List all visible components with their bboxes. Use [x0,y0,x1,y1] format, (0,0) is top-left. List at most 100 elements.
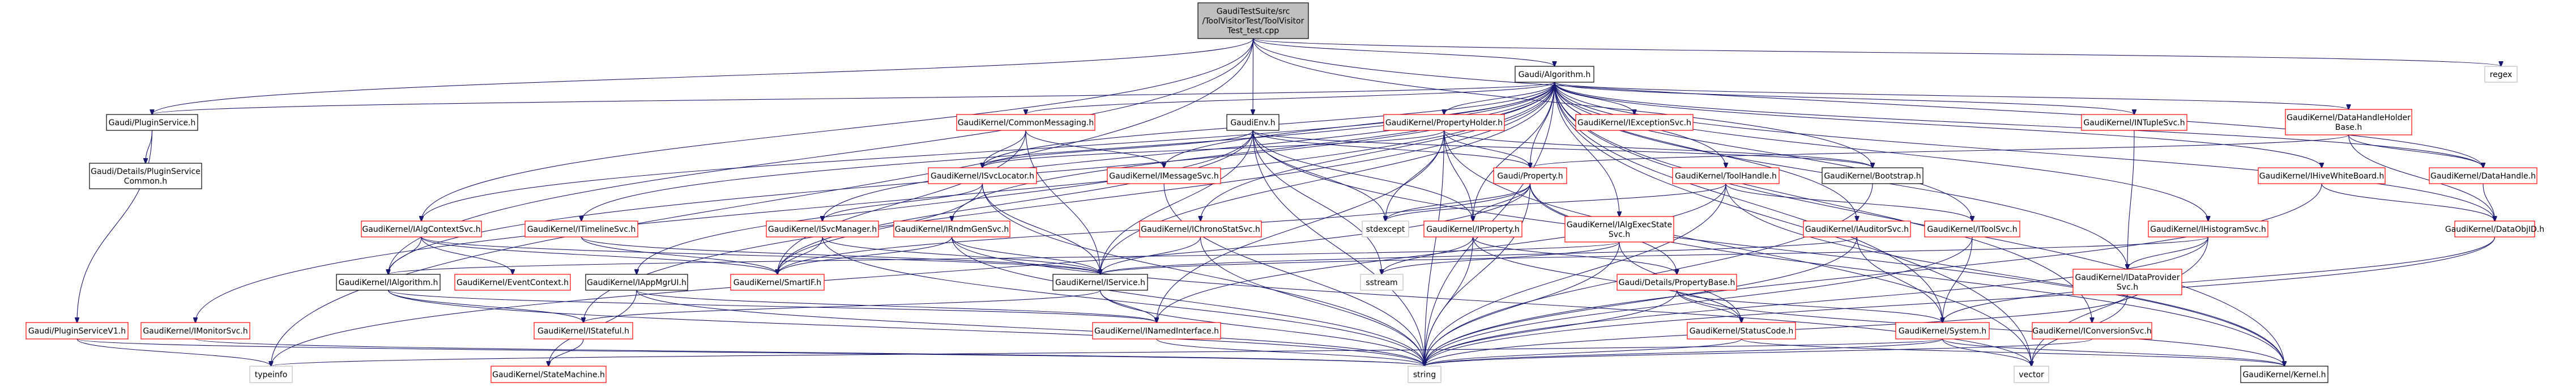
edge-itimelinesvc-to-smartif [581,236,778,274]
node-statuscode[interactable]: GaudiKernel/StatusCode.h [1687,322,1796,340]
edge-ialgexecstatesvc-to-ialgorithm [389,241,1620,274]
edge-root-to-typeinfo [271,38,1254,366]
edge-ialgorithm-to-istateful [387,290,584,323]
node-itimelinesvc[interactable]: GaudiKernel/ITimelineSvc.h [524,220,638,237]
edge-algorithm-to-ialgexecstatesvc [1554,82,1620,217]
node-label: GaudiKernel/IMessageSvc.h [1109,172,1218,181]
edge-gaudienv-to-property [1252,130,1530,168]
node-pluginservice[interactable]: Gaudi/PluginService.h [106,114,198,131]
edge-root-to-ialgorithm [389,38,1254,274]
node-iproperty[interactable]: GaudiKernel/IProperty.h [1423,220,1522,237]
node-propertyholder[interactable]: GaudiKernel/PropertyHolder.h [1383,114,1505,131]
node-system[interactable]: GaudiKernel/System.h [1895,322,1990,340]
edge-ialgorithm-to-inamedinterface [387,290,1157,323]
edge-isvclocator-to-iservice [982,183,1101,274]
edge-algorithm-to-intuplesvc [1554,82,2135,114]
node-imonitorsvc[interactable]: GaudiKernel/IMonitorSvc.h [140,322,250,340]
edge-ihistogramsvc-to-iservice [1101,236,2209,274]
node-root[interactable]: GaudiTestSuite/src/ToolVisitorTest/ToolV… [1197,2,1309,39]
node-box [2429,167,2537,184]
node-box [1408,366,1441,383]
edge-iauditorsvc-to-system [1856,236,1943,323]
node-box [1617,274,1737,291]
node-box [2032,322,2152,340]
node-iexceptionsvc[interactable]: GaudiKernel/IExceptionSvc.h [1575,114,1694,131]
edge-algorithm-to-irndmgensvc [952,82,1555,221]
node-ihistogramsvc[interactable]: GaudiKernel/IHistogramSvc.h [2148,220,2268,237]
node-dataobjid[interactable]: GaudiKernel/DataObjID.h [2445,220,2544,237]
node-label: Gaudi/Algorithm.h [1519,70,1591,79]
node-algorithm[interactable]: Gaudi/Algorithm.h [1515,66,1594,83]
edge-propertyholder-to-bootstrap [1443,130,1873,168]
node-label: GaudiKernel/IExceptionSvc.h [1577,118,1691,128]
node-kernel[interactable]: GaudiKernel/Kernel.h [2240,366,2328,383]
node-inamedinterface[interactable]: GaudiKernel/INamedInterface.h [1092,322,1221,340]
node-ihivewhiteboard[interactable]: GaudiKernel/IHiveWhiteBoard.h [2258,167,2386,184]
edge-algorithm-to-itimelinesvc [582,82,1555,221]
node-box [2072,269,2182,295]
node-iappmgrui[interactable]: GaudiKernel/IAppMgrUI.h [585,274,688,291]
edge-intuplesvc-to-idataprovidersvc [2127,130,2135,269]
node-label: GaudiEnv.h [1230,118,1275,128]
node-ialgcontextsvc[interactable]: GaudiKernel/IAlgContextSvc.h [361,220,482,237]
node-iauditorsvc[interactable]: GaudiKernel/IAuditorSvc.h [1803,220,1911,237]
edge-isvcmanager-to-smartif [778,236,823,274]
node-smartif[interactable]: GaudiKernel/SmartIF.h [730,274,825,291]
edge-toolhandle-to-itoolsvc [1725,183,1972,221]
edge-ihivewhiteboard-to-dataobjid [2321,183,2495,221]
node-label: GaudiKernel/CommonMessaging.h [958,118,1094,128]
node-label: GaudiKernel/IStateful.h [538,327,629,336]
node-box [1226,114,1280,131]
node-iservice[interactable]: GaudiKernel/IService.h [1052,274,1148,291]
edge-propertybase-to-string [1425,290,1678,366]
node-label: GaudiKernel/IAlgExecState [1567,220,1672,230]
node-imessagesvc[interactable]: GaudiKernel/IMessageSvc.h [1107,167,1221,184]
node-statemachine[interactable]: GaudiKernel/StateMachine.h [491,366,607,383]
node-istateful[interactable]: GaudiKernel/IStateful.h [534,322,633,340]
node-commonmessaging[interactable]: GaudiKernel/CommonMessaging.h [956,114,1095,131]
node-propertybase[interactable]: Gaudi/Details/PropertyBase.h [1617,274,1737,291]
edge-propertyholder-to-string [1425,130,1445,366]
node-typeinfo: typeinfo [249,366,293,383]
edge-istateful-to-statemachine [549,338,584,366]
node-box [1822,167,1924,184]
node-box [1107,167,1221,184]
edge-algorithm-to-ichronostatsvc [1201,82,1555,221]
node-label: GaudiKernel/SmartIF.h [733,278,821,287]
node-irndmgensvc[interactable]: GaudiKernel/IRndmGenSvc.h [893,220,1010,237]
node-bootstrap[interactable]: GaudiKernel/Bootstrap.h [1822,167,1924,184]
node-label: Base.h [2335,123,2362,132]
node-label: Test_test.cpp [1227,27,1279,36]
node-datahandle[interactable]: GaudiKernel/DataHandle.h [2429,167,2537,184]
edge-algorithm-to-propertyholder [1444,82,1555,114]
node-pluginservicev1[interactable]: Gaudi/PluginServiceV1.h [25,322,129,340]
node-toolhandle[interactable]: GaudiKernel/ToolHandle.h [1672,167,1780,184]
node-itoolsvc[interactable]: GaudiKernel/IToolSvc.h [1924,220,2020,237]
node-intuplesvc[interactable]: GaudiKernel/INTupleSvc.h [2081,114,2187,131]
edge-ialgcontextsvc-to-eventcontext [421,236,513,274]
node-isvclocator[interactable]: GaudiKernel/ISvcLocator.h [928,167,1037,184]
node-eventcontext[interactable]: GaudiKernel/EventContext.h [454,274,571,291]
edge-pluginservice-to-pluginservicev1 [77,130,153,323]
node-ialgorithm[interactable]: GaudiKernel/IAlgorithm.h [336,274,441,291]
node-iconversionsvc[interactable]: GaudiKernel/IConversionSvc.h [2032,322,2152,340]
node-sstream: sstream [1360,274,1404,291]
node-label: Gaudi/PluginService.h [109,118,196,128]
node-isvcmanager[interactable]: GaudiKernel/ISvcManager.h [766,220,879,237]
node-label: GaudiKernel/EventContext.h [457,278,569,287]
node-label: GaudiKernel/ITimelineSvc.h [527,225,636,234]
edge-ihistogramsvc-to-vector [2032,236,2209,366]
node-label: GaudiKernel/IProperty.h [1426,225,1519,234]
node-gaudienv[interactable]: GaudiEnv.h [1226,114,1280,131]
node-label: GaudiKernel/IService.h [1055,278,1145,287]
edge-gaudienv-to-iappmgrui [637,130,1253,274]
node-box [491,366,607,383]
node-ichronostatsvc[interactable]: GaudiKernel/IChronoStatSvc.h [1139,220,1262,237]
node-label: GaudiKernel/IAlgContextSvc.h [362,225,480,234]
node-property[interactable]: Gaudi/Property.h [1493,167,1567,184]
edge-irndmgensvc-to-smartif [778,236,953,274]
